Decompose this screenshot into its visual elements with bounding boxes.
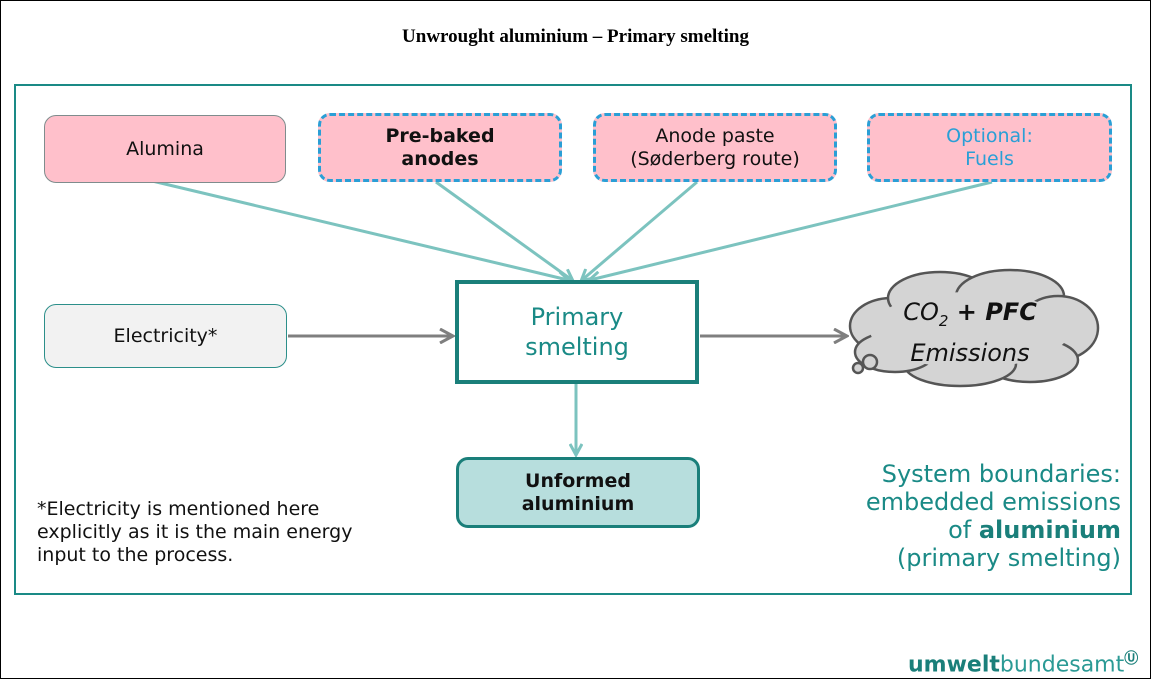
arrow-alumina bbox=[147, 178, 568, 280]
input-anode-paste: Anode paste (Søderberg route) bbox=[593, 113, 837, 182]
arrow-fuels bbox=[590, 180, 993, 280]
cloud-bubble-small bbox=[851, 361, 865, 375]
cloud-bubble-medium bbox=[861, 353, 879, 371]
system-boundary-box bbox=[14, 84, 1132, 595]
arrow-anode-paste bbox=[582, 180, 698, 280]
electricity-footnote: *Electricity is mentioned here explicitl… bbox=[37, 498, 353, 566]
input-anode-paste-line2: (Søderberg route) bbox=[630, 147, 800, 170]
input-fuels-line2: Fuels bbox=[965, 147, 1014, 170]
input-anode-paste-line1: Anode paste bbox=[655, 124, 775, 147]
input-prebaked-anodes: Pre-baked anodes bbox=[318, 113, 562, 182]
output-line1: Unformed bbox=[525, 469, 631, 492]
output-unformed-aluminium: Unformed aluminium bbox=[456, 457, 700, 528]
input-prebaked-line1: Pre-baked bbox=[385, 124, 495, 147]
input-alumina: Alumina bbox=[44, 115, 286, 183]
arrow-prebaked bbox=[435, 180, 572, 280]
umweltbundesamt-logo: umweltbundesamtⓊ bbox=[908, 651, 1139, 678]
input-alumina-label: Alumina bbox=[126, 137, 204, 160]
input-electricity: Electricity* bbox=[44, 304, 287, 368]
input-fuels-line1: Optional: bbox=[946, 124, 1033, 147]
process-line1: Primary bbox=[530, 303, 624, 331]
input-prebaked-line2: anodes bbox=[401, 147, 479, 170]
process-line2: smelting bbox=[525, 333, 629, 361]
process-primary-smelting: Primary smelting bbox=[455, 280, 699, 384]
input-electricity-label: Electricity* bbox=[113, 324, 218, 347]
emissions-label: CO2 + PFC Emissions bbox=[903, 298, 1037, 367]
output-line2: aluminium bbox=[521, 492, 635, 515]
diagram-title: Unwrought aluminium – Primary smelting bbox=[402, 26, 749, 47]
logo-mark-icon: Ⓤ bbox=[1124, 651, 1139, 667]
input-optional-fuels: Optional: Fuels bbox=[867, 113, 1112, 182]
system-boundary-label: System boundaries: embedded emissions of… bbox=[865, 460, 1121, 572]
